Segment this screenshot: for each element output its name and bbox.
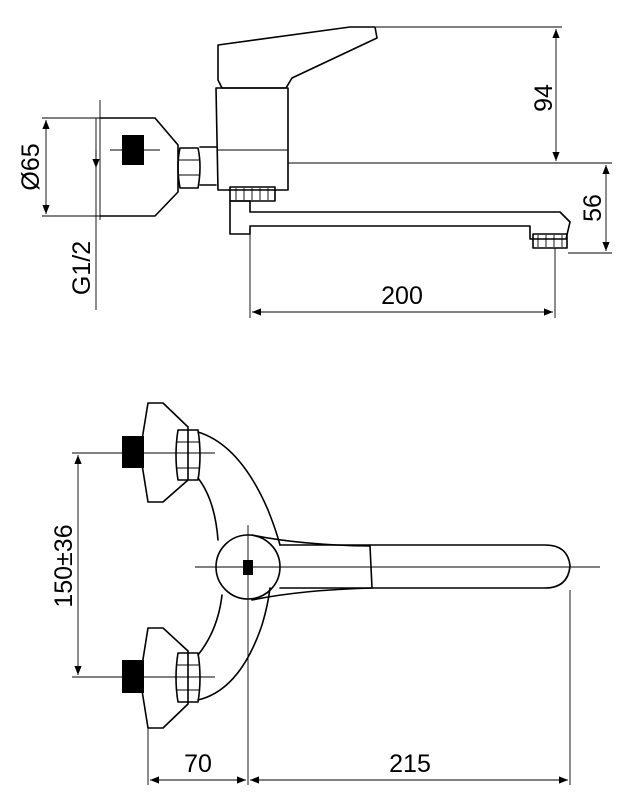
side-view: 94 56 200 Ø65 G1/2 xyxy=(17,26,612,318)
top-view: 150±36 70 215 xyxy=(50,402,600,785)
lower-wall-flange xyxy=(139,627,189,729)
lower-arm xyxy=(197,587,271,701)
dim-150-label: 150±36 xyxy=(50,524,78,607)
dim-215-label: 215 xyxy=(389,750,431,778)
aerator xyxy=(532,233,568,249)
dim-thread-label: G1/2 xyxy=(68,241,96,295)
upper-wall-flange xyxy=(139,402,189,503)
body-bottom-nut xyxy=(229,186,276,202)
mixer-body xyxy=(215,87,289,191)
upper-thread-stub xyxy=(122,436,144,468)
spout-top-view xyxy=(279,544,571,589)
upper-arm xyxy=(197,431,281,546)
mixer-handle-lever xyxy=(217,26,378,89)
dim-200-label: 200 xyxy=(381,282,423,310)
upper-eccentric-nut xyxy=(175,429,201,481)
lower-eccentric-nut xyxy=(175,652,201,703)
dim-70-label: 70 xyxy=(184,750,212,778)
dim-diameter-label: Ø65 xyxy=(17,143,45,190)
spout xyxy=(229,200,571,240)
dim-56-label: 56 xyxy=(579,194,607,222)
dim-94-label: 94 xyxy=(530,84,558,112)
eccentric-nut xyxy=(177,147,201,189)
lower-thread-stub xyxy=(122,660,144,693)
wall-flange xyxy=(99,117,179,217)
